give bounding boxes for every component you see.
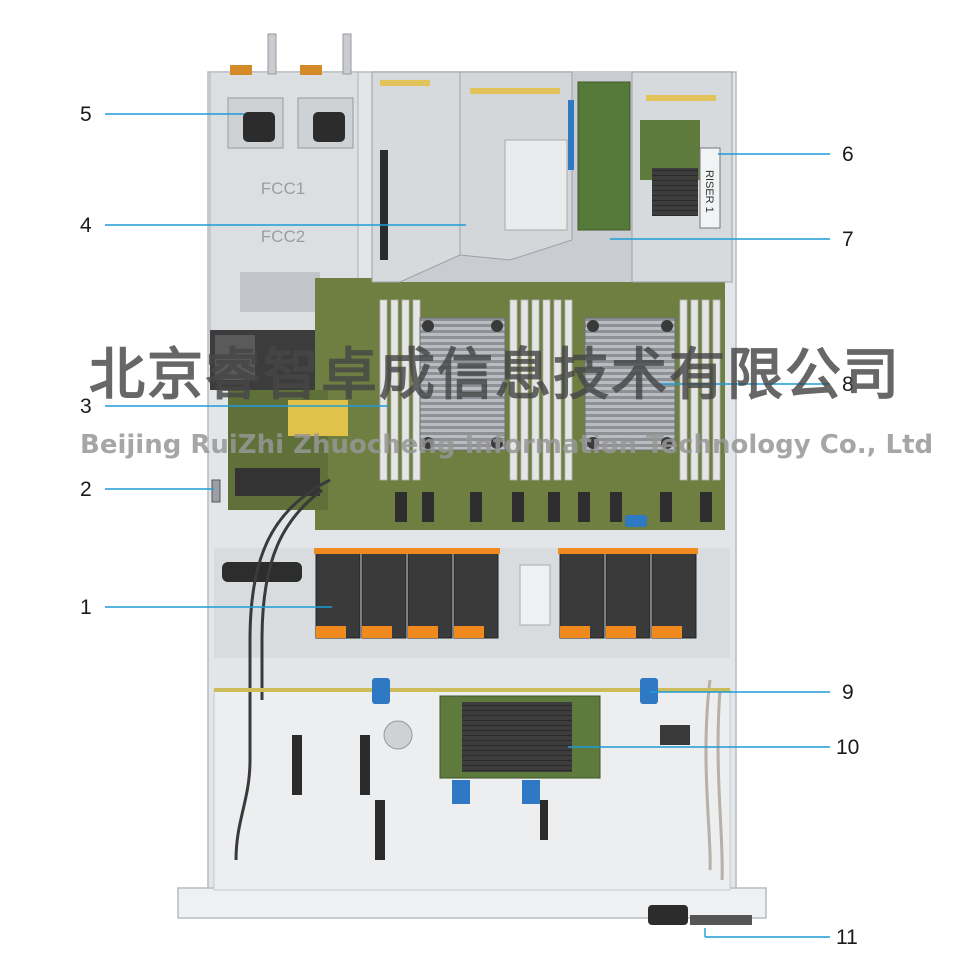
- front-latch: [648, 905, 752, 925]
- processor-heatsinks: [419, 317, 676, 451]
- psu-label-1: FCC1: [261, 179, 305, 198]
- psu-label-2: FCC2: [261, 227, 305, 246]
- callout-4: 4: [80, 214, 92, 237]
- callout-8: 8: [842, 373, 854, 396]
- callout-6: 6: [842, 143, 854, 166]
- watermark-chinese: 北京睿智卓成信息技术有限公司: [89, 343, 901, 408]
- leader-lines: [105, 113, 830, 938]
- riser-label: RISER 1: [703, 170, 715, 213]
- memory-modules: [379, 299, 721, 481]
- callout-9: 9: [842, 681, 854, 704]
- callout-3: 3: [80, 395, 92, 418]
- riser-cages: RISER 1: [371, 71, 733, 283]
- power-supply-bay: FCC1 FCC2: [209, 33, 359, 390]
- cables: [234, 478, 724, 881]
- intrusion-switch: [211, 479, 221, 503]
- storage-controller: [439, 695, 601, 804]
- callout-2: 2: [80, 478, 92, 501]
- callout-5: 5: [80, 103, 92, 126]
- callout-7: 7: [842, 228, 854, 251]
- watermark-english: Beijing RuiZhi Zhuocheng Information Tec…: [80, 430, 934, 460]
- air-shroud-rail: [214, 678, 730, 704]
- callout-1: 1: [80, 596, 92, 619]
- front-bay-details: [292, 720, 690, 860]
- cooling-fans: [214, 548, 730, 658]
- callout-10: 10: [836, 736, 860, 759]
- callout-11: 11: [836, 926, 858, 949]
